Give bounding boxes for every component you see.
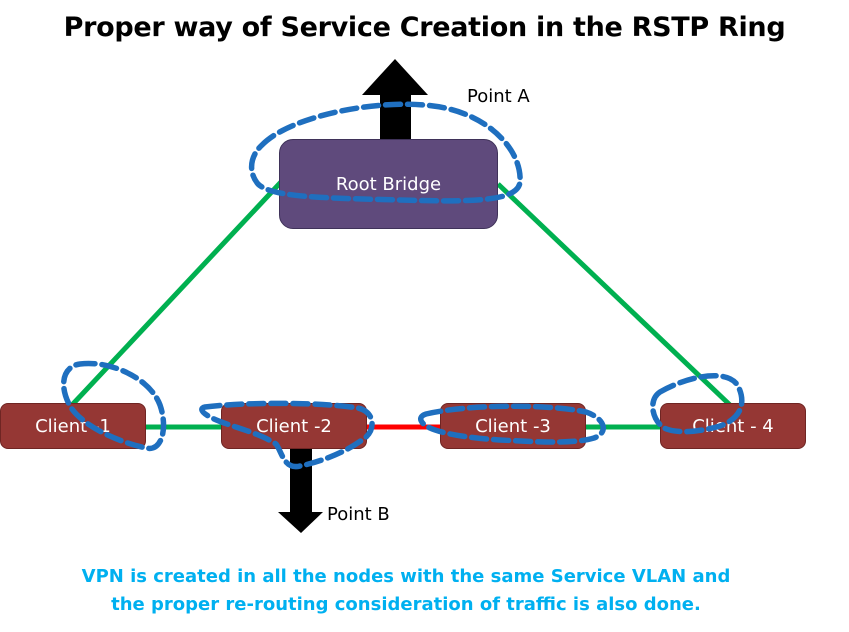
client-3-label: Client -3 bbox=[475, 415, 551, 437]
point-a-label: Point A bbox=[467, 86, 530, 107]
root-bridge-label: Root Bridge bbox=[335, 173, 442, 195]
client-4-node: Client - 4 bbox=[660, 403, 806, 449]
point-b-label: Point B bbox=[327, 504, 390, 525]
point-b-arrow-icon bbox=[278, 445, 323, 533]
caption-line-1: VPN is created in all the nodes with the… bbox=[81, 566, 731, 587]
caption-line-2: the proper re-routing consideration of t… bbox=[111, 594, 701, 615]
point-a-arrow-icon bbox=[362, 59, 428, 140]
client-1-label: Client -1 bbox=[35, 415, 111, 437]
diagram-title: Proper way of Service Creation in the RS… bbox=[63, 12, 786, 43]
client-2-label: Client -2 bbox=[256, 415, 332, 437]
client-1-node: Client -1 bbox=[0, 403, 146, 449]
root-bridge-node: Root Bridge bbox=[279, 139, 498, 229]
client-3-node: Client -3 bbox=[440, 403, 586, 449]
link-root-client1 bbox=[70, 180, 283, 407]
link-root-client4 bbox=[496, 182, 732, 407]
client-2-node: Client -2 bbox=[221, 403, 367, 449]
client-4-label: Client - 4 bbox=[692, 415, 774, 437]
